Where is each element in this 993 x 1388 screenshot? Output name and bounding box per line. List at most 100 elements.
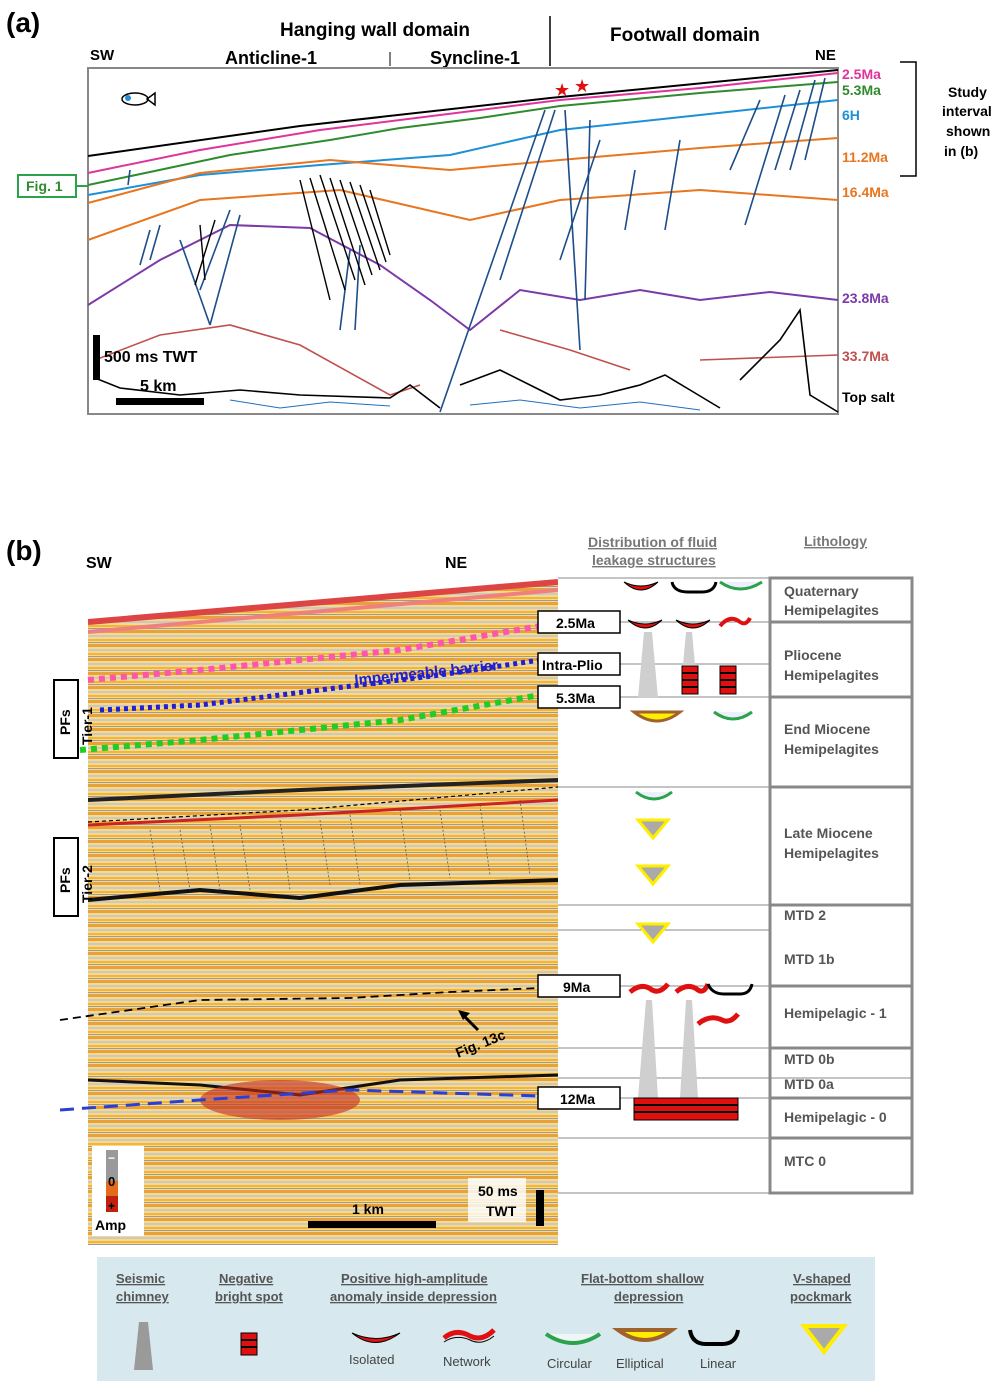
legend-sub: Linear xyxy=(700,1356,737,1371)
lithology-label: Late Miocene xyxy=(784,825,873,841)
faults-black xyxy=(194,174,391,301)
red-network-icon xyxy=(696,1012,740,1026)
scale-time-a: 500 ms TWT xyxy=(104,349,198,366)
red-network-icon xyxy=(718,616,752,628)
lithology-label: MTD 0b xyxy=(784,1051,835,1067)
legend-box xyxy=(97,1257,875,1381)
legend-title: depression xyxy=(614,1289,683,1304)
legend-sub: Network xyxy=(443,1354,491,1369)
horizon-label: Top salt xyxy=(842,389,895,405)
legend-title: bright spot xyxy=(215,1289,284,1304)
dist-header: leakage structures xyxy=(592,552,716,568)
legend-sub: Circular xyxy=(547,1356,592,1371)
legend-sub: Isolated xyxy=(349,1352,395,1367)
horizon-11-2ma xyxy=(87,137,839,204)
chimney-icon xyxy=(638,1000,658,1098)
star-icon: ★ xyxy=(574,76,590,96)
neg-bright-spot-icon xyxy=(633,1097,739,1121)
pfs-tier2-text: PFs xyxy=(57,867,73,893)
lithology-label: Quaternary xyxy=(784,583,859,599)
v-pockmark-icon xyxy=(799,1324,849,1356)
red-network-icon xyxy=(442,1328,496,1341)
faults-a xyxy=(127,77,826,413)
pfs-tier2-tag xyxy=(53,837,79,917)
study-bracket xyxy=(900,61,917,177)
dashed-horizon-12ma xyxy=(59,1088,541,1112)
v-pockmark-icon xyxy=(634,864,672,887)
circular-depression-icon xyxy=(635,790,673,801)
elliptical-depression-icon xyxy=(611,1328,679,1342)
panel-a-label: (a) xyxy=(6,7,40,38)
horizon-tags: 2.5Ma Intra-Plio 5.3Ma 9Ma 12Ma xyxy=(537,610,621,1110)
fig1-text: Fig. 1 xyxy=(26,178,63,194)
horizon-tag: 2.5Ma xyxy=(556,615,595,631)
linear-depression-icon xyxy=(670,581,718,594)
dotted-horizon-2-5 xyxy=(87,620,559,683)
horizon-2-5ma xyxy=(87,72,839,174)
elliptical-depression-icon xyxy=(629,710,685,723)
neg-bright-spot-icon xyxy=(240,1332,258,1356)
legend-title: Positive high-amplitude xyxy=(341,1271,488,1286)
horizon-tag: Intra-Plio xyxy=(542,657,603,673)
circular-depression-icon xyxy=(719,580,763,591)
legend-title: Seismic xyxy=(116,1271,165,1286)
horizon-label: 23.8Ma xyxy=(842,290,889,306)
neg-bright-spot-icon xyxy=(719,665,737,695)
section-frame-a xyxy=(87,67,839,415)
amp-zero: 0 xyxy=(108,1174,115,1189)
study-text: Study xyxy=(948,84,987,100)
chimney-icon xyxy=(680,1000,698,1098)
scale-dist-a: 5 km xyxy=(140,378,176,395)
study-text: interval xyxy=(942,103,992,119)
red-isolated-icon xyxy=(623,581,659,591)
dotted-horizon-5-3 xyxy=(79,692,541,753)
horizon-label: 2.5Ma xyxy=(842,66,881,82)
lithology-label: End Miocene xyxy=(784,721,871,737)
pfs-tier1-text: Tier-1 xyxy=(79,707,95,745)
hanging-wall-title: Hanging wall domain xyxy=(280,20,470,41)
dashed-horizon-9ma xyxy=(59,987,541,1021)
study-text: shown xyxy=(946,123,990,139)
circular-depression-icon xyxy=(713,710,753,721)
sw-label-b: SW xyxy=(86,555,113,572)
legend-title: pockmark xyxy=(790,1289,852,1304)
lithology-label: MTC 0 xyxy=(784,1153,826,1169)
horizon-tag: 12Ma xyxy=(560,1091,595,1107)
lithology-label: Hemipelagic - 0 xyxy=(784,1109,887,1125)
red-network-icon xyxy=(674,982,711,994)
legend-title: chimney xyxy=(116,1289,170,1304)
lithology-label: Pliocene xyxy=(784,647,842,663)
ne-label-b: NE xyxy=(445,555,468,572)
star-icon: ★ xyxy=(554,80,570,100)
horizon-label: 11.2Ma xyxy=(842,149,888,165)
circular-depression-icon xyxy=(544,1332,602,1345)
amp-label: Amp xyxy=(95,1217,126,1233)
sw-label-a: SW xyxy=(90,47,115,64)
panel-b-label: (b) xyxy=(6,535,42,566)
footwall-title: Footwall domain xyxy=(610,25,760,46)
horizon-33-7ma xyxy=(94,324,839,396)
legend-title: Negative xyxy=(219,1271,273,1286)
lithology-label: Hemipelagites xyxy=(784,667,879,683)
fish-icon xyxy=(121,91,156,107)
dist-header: Distribution of fluid xyxy=(588,534,717,550)
horizon-label: 16.4Ma xyxy=(842,184,889,200)
legend-title: Flat-bottom shallow xyxy=(581,1271,705,1286)
scale-time-b: TWT xyxy=(486,1203,517,1219)
horizon-label: 6H xyxy=(842,107,860,123)
legend-title: anomaly inside depression xyxy=(330,1289,497,1304)
red-isolated-icon xyxy=(675,619,711,629)
linear-depression-icon xyxy=(688,1329,740,1346)
chimney-icon xyxy=(134,1322,153,1370)
pfs-tier2-text: Tier-2 xyxy=(79,865,95,903)
horizon-tag: 9Ma xyxy=(563,979,590,995)
dotted-horizon-barrier xyxy=(99,657,541,713)
horizon-5-3ma xyxy=(87,81,839,186)
dashed-horizon-tier2-top xyxy=(87,786,559,823)
red-isolated-icon xyxy=(627,619,663,629)
linear-depression-icon xyxy=(706,983,754,996)
red-isolated-icon xyxy=(351,1332,401,1343)
lithology-label: Hemipelagites xyxy=(784,602,879,618)
horizon-6h xyxy=(87,99,839,196)
